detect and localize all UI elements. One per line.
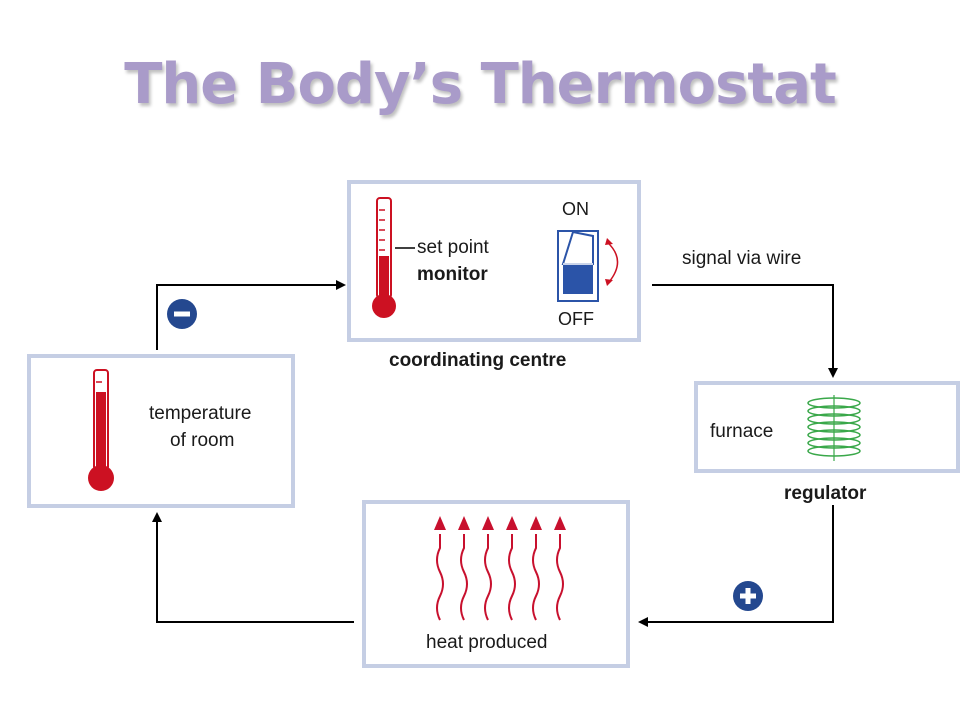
arrow-regulator-to-heat [638,505,834,627]
regulator-caption: regulator [784,483,867,504]
heat-produced-box: heat produced [362,500,630,668]
heat-produced-label: heat produced [426,632,548,653]
coil-icon [807,395,861,461]
switch-off-label: OFF [558,309,594,329]
monitor-label: monitor [417,264,488,285]
switch-on-label: ON [562,199,589,219]
heat-arrows-icon [434,516,566,621]
arrow-heat-to-room [152,512,354,623]
arrow-centre-to-regulator [652,284,838,378]
room-temperature-box: temperature of room [27,354,295,508]
thermometer-icon [372,197,415,318]
switch-icon [557,230,619,302]
room-label-line1: temperature [149,403,252,424]
arrow-room-to-centre [156,280,346,350]
thermometer-icon [88,369,114,491]
furnace-label: furnace [710,421,774,442]
set-point-label: set point [417,237,489,258]
signal-label: signal via wire [682,248,802,269]
coordinating-centre-caption: coordinating centre [389,350,567,371]
page-title: The Body’s Thermostat [124,52,837,117]
coordinating-centre-box: set point monitor ON OFF [347,180,641,342]
room-label-line2: of room [170,430,235,451]
regulator-box: furnace [694,381,960,473]
